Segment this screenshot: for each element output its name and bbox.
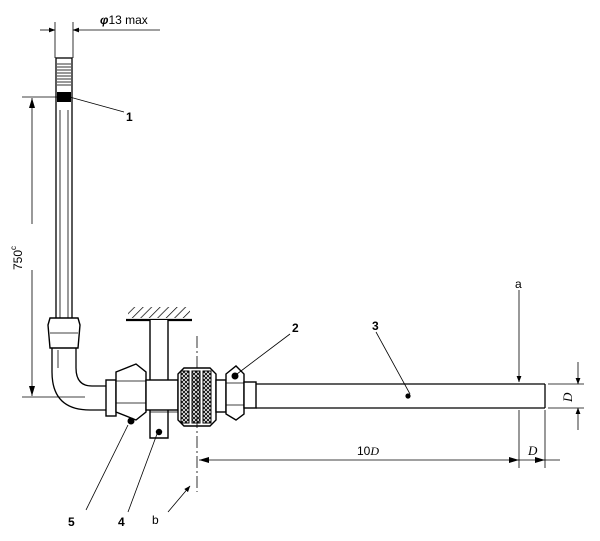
callout-5: 5	[68, 515, 75, 529]
callout-a: a	[515, 277, 522, 291]
leader-lines	[65, 95, 411, 513]
top-dimension-label: φ13 max	[100, 13, 148, 27]
elbow-fitting	[47, 317, 108, 411]
end-offset-dimension: D	[519, 410, 560, 468]
section-centerline	[167, 336, 198, 513]
callout-4: 4	[118, 515, 125, 529]
vertical-dimension-label: 750c	[9, 246, 25, 270]
callout-b: b	[152, 513, 159, 527]
diameter-dimension: D	[548, 362, 584, 430]
coupling-nut	[105, 363, 147, 425]
vertical-tube	[55, 57, 73, 322]
end-offset-label: D	[527, 443, 538, 458]
top-dimension: φ13 max	[40, 13, 160, 58]
horizontal-pipe	[256, 383, 546, 409]
length-dimension: 10D	[199, 444, 519, 463]
callout-2: 2	[292, 321, 299, 335]
callout-3: 3	[372, 319, 379, 333]
length-dimension-label: 10D	[357, 444, 379, 458]
callout-1: 1	[126, 110, 133, 124]
diameter-label: D	[560, 392, 575, 403]
vertical-dimension: 750c	[9, 96, 85, 398]
second-nut	[225, 365, 257, 421]
